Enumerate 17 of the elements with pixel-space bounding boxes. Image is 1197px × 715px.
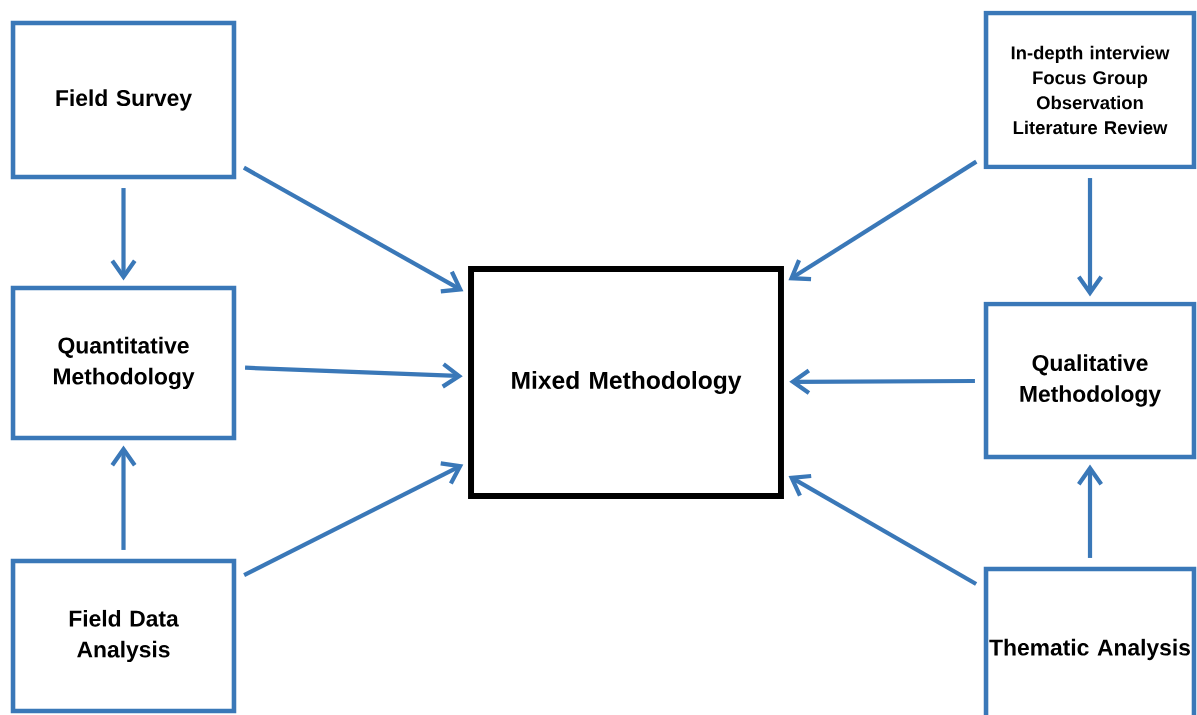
arrow [788, 473, 978, 586]
arrow [110, 188, 137, 281]
arrow [789, 368, 975, 395]
method-box: Mixed Methodology [468, 266, 784, 499]
method-box: Thematic Analysis [983, 566, 1197, 715]
method-box: Qualitative Methodology [983, 301, 1197, 460]
arrow [242, 165, 464, 294]
method-box: Quantitative Methodology [10, 285, 237, 441]
arrow [110, 445, 137, 550]
method-box: Field Data Analysis [10, 558, 237, 714]
arrow [1077, 178, 1103, 297]
arrow [243, 461, 464, 578]
method-box: Field Survey [10, 20, 237, 180]
arrow [1077, 464, 1103, 558]
method-box: In-depth interview Focus Group Observation Literature Review [983, 10, 1197, 170]
arrow [244, 362, 463, 389]
arrow [788, 159, 978, 282]
